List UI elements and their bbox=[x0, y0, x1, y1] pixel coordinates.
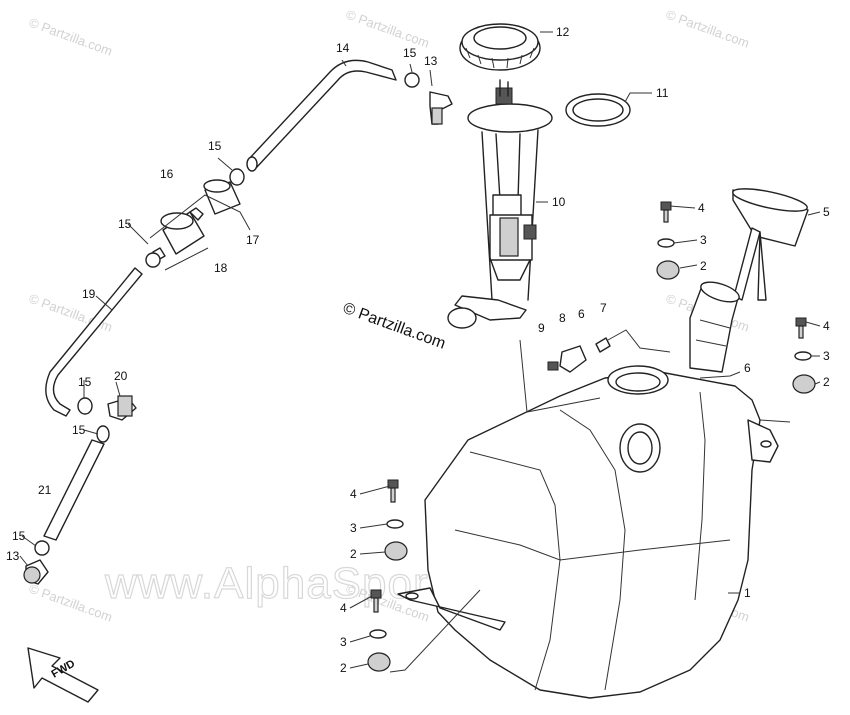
partzilla-center-watermark: © Partzilla.com bbox=[341, 300, 448, 353]
callout-13: 13 bbox=[6, 549, 20, 563]
callout-11: 11 bbox=[656, 86, 669, 100]
callout-8: 8 bbox=[559, 311, 566, 325]
callout-6: 6 bbox=[578, 307, 585, 321]
callout-15: 15 bbox=[208, 139, 222, 153]
callout-labels: 12 11 10 14 15 13 15 16 17 15 18 19 20 1… bbox=[6, 25, 830, 675]
vent-hose bbox=[246, 59, 397, 172]
callout-4: 4 bbox=[698, 201, 705, 215]
mount-hardware-left-upper bbox=[384, 479, 408, 561]
callout-7: 7 bbox=[600, 301, 607, 315]
partzilla-watermark: © Partzilla.com bbox=[344, 7, 431, 51]
callout-13: 13 bbox=[424, 54, 438, 68]
callout-2: 2 bbox=[340, 661, 347, 675]
callout-10: 10 bbox=[552, 195, 566, 209]
callout-18: 18 bbox=[214, 261, 228, 275]
callout-3: 3 bbox=[350, 521, 357, 535]
callout-20: 20 bbox=[114, 369, 128, 383]
partzilla-watermark: © Partzilla.com bbox=[664, 7, 751, 51]
callout-19: 19 bbox=[82, 287, 96, 301]
callout-3: 3 bbox=[340, 635, 347, 649]
fuel-filter bbox=[145, 179, 251, 271]
callout-16: 16 bbox=[160, 167, 174, 181]
leader-lines bbox=[19, 31, 821, 673]
callout-4: 4 bbox=[340, 601, 347, 615]
forward-direction-arrow: FWD bbox=[27, 647, 99, 703]
partzilla-watermark: © Partzilla.com bbox=[27, 581, 114, 625]
lock-ring bbox=[459, 23, 541, 71]
filler-neck bbox=[689, 281, 740, 373]
fuel-line-19 bbox=[45, 267, 143, 417]
callout-2: 2 bbox=[350, 547, 357, 561]
mount-hardware-top bbox=[656, 201, 680, 280]
partzilla-watermark: © Partzilla.com bbox=[27, 15, 114, 59]
callout-5: 5 bbox=[823, 205, 830, 219]
callout-15: 15 bbox=[12, 529, 26, 543]
callout-17: 17 bbox=[246, 233, 260, 247]
fuel-connector-20 bbox=[77, 395, 137, 443]
callout-12: 12 bbox=[556, 25, 570, 39]
callout-3: 3 bbox=[823, 349, 830, 363]
fuel-tank bbox=[397, 365, 779, 699]
callout-4: 4 bbox=[823, 319, 830, 333]
mount-hardware-left-lower bbox=[367, 589, 391, 672]
fuel-cap bbox=[732, 188, 809, 301]
hose-clamps-top bbox=[229, 72, 453, 186]
callout-15: 15 bbox=[403, 46, 417, 60]
o-ring-seal bbox=[565, 93, 631, 127]
callout-21: 21 bbox=[38, 483, 52, 497]
callout-2: 2 bbox=[823, 375, 830, 389]
callout-6: 6 bbox=[744, 361, 751, 375]
callout-9: 9 bbox=[538, 321, 545, 335]
callout-15: 15 bbox=[118, 217, 132, 231]
fuel-line-21 bbox=[23, 439, 105, 585]
vent-fittings bbox=[547, 329, 671, 373]
callout-15: 15 bbox=[78, 375, 92, 389]
callout-4: 4 bbox=[350, 487, 357, 501]
fuel-pump-assembly bbox=[447, 79, 553, 329]
callout-2: 2 bbox=[700, 259, 707, 273]
callout-14: 14 bbox=[336, 41, 350, 55]
callout-3: 3 bbox=[700, 233, 707, 247]
callout-1: 1 bbox=[744, 586, 751, 600]
callout-15: 15 bbox=[72, 423, 86, 437]
